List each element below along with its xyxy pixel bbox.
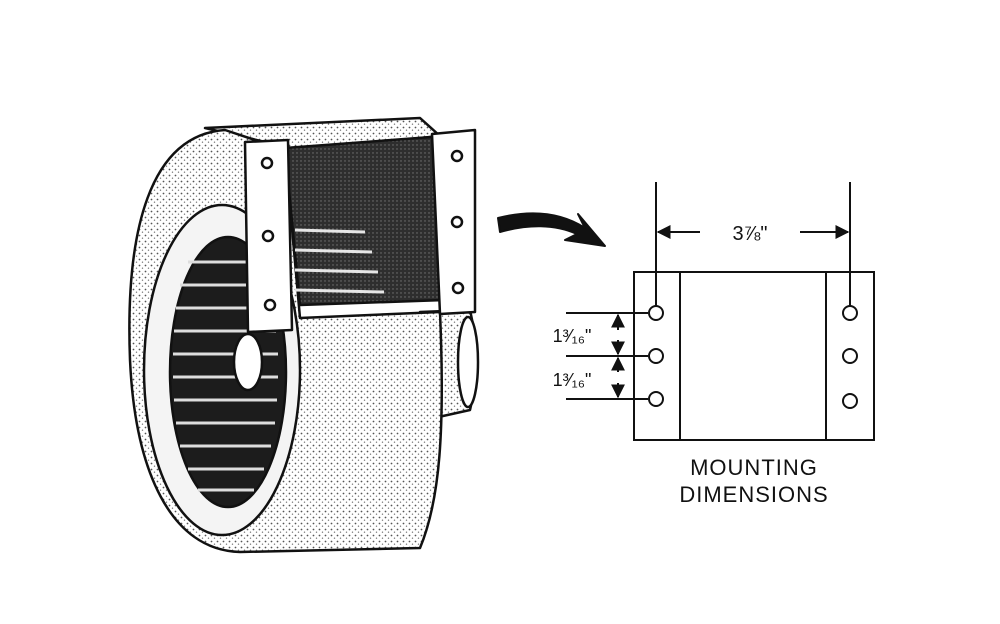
- mounting-plate-drawing: [566, 182, 875, 441]
- outlet-wheel-blades: [294, 228, 385, 294]
- hole-left-top: [648, 305, 664, 321]
- pointer-arrow: [497, 212, 606, 247]
- right-flange-hole-bottom: [451, 281, 465, 295]
- hole-right-bottom: [842, 393, 858, 409]
- spacing-lower-label: 1³⁄₁₆": [553, 370, 592, 390]
- plate-outline: [633, 271, 875, 441]
- caption-line-1: MOUNTING: [690, 455, 818, 480]
- width-dimension-label: 3⅞": [733, 223, 768, 245]
- outlet-cavity: [283, 134, 447, 307]
- spacing-upper-label: 1³⁄₁₆": [553, 326, 592, 346]
- hole-right-top: [842, 305, 858, 321]
- left-flange-hole-middle: [261, 229, 275, 243]
- hole-left-middle: [648, 348, 664, 364]
- motor-end: [456, 315, 480, 409]
- left-flange-hole-bottom: [263, 298, 277, 312]
- hole-right-middle: [842, 348, 858, 364]
- caption-line-2: DIMENSIONS: [679, 482, 828, 507]
- hole-left-bottom: [648, 391, 664, 407]
- fan-hub: [232, 332, 264, 392]
- blower-illustration: [128, 116, 480, 554]
- right-flange-hole-top: [450, 149, 464, 163]
- left-flange-hole-top: [260, 156, 274, 170]
- right-flange-hole-middle: [450, 215, 464, 229]
